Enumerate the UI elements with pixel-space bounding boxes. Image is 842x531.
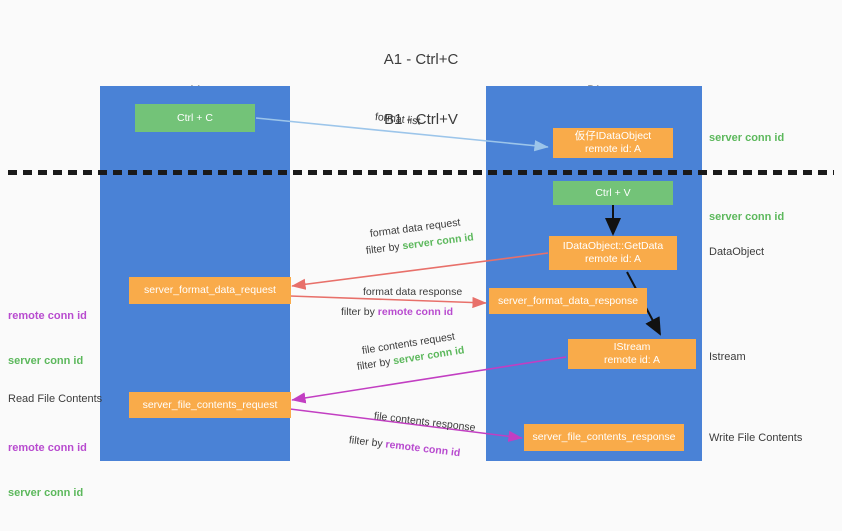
caption-file-contents-response-filter: filter by remote conn id <box>348 434 461 459</box>
caption-filter-pre-3: filter by <box>356 355 395 373</box>
box-server-file-contents-request[interactable]: server_file_contents_request <box>129 392 291 418</box>
caption-filter-pre-4: filter by <box>348 434 387 451</box>
label-format-remote-conn-id: remote conn id <box>8 310 87 322</box>
label-file-server-conn-id: server conn id <box>8 487 84 499</box>
label-format-conn-stack: remote conn id server conn id <box>8 279 87 399</box>
label-server-conn-id-mid: server conn id <box>709 211 785 223</box>
title-line-1: A1 - Ctrl+C <box>383 51 459 68</box>
box-ctrl-c[interactable]: Ctrl + C <box>135 104 255 132</box>
box-server-format-data-request[interactable]: server_format_data_request <box>129 277 291 304</box>
label-server-conn-id-top: server conn id <box>709 132 785 144</box>
label-istream: Istream <box>709 351 746 363</box>
caption-file-contents-response: file contents response <box>373 410 477 435</box>
label-format-server-conn-id: server conn id <box>8 355 84 367</box>
label-read-file-contents: Read File Contents <box>8 393 103 405</box>
box-server-format-data-response[interactable]: server_format_data_response <box>489 288 647 314</box>
caption-filter-key-2: remote conn id <box>377 306 454 318</box>
caption-filter-key-4: remote conn id <box>384 438 461 460</box>
caption-format-data-response-filter: filter by remote conn id <box>341 306 453 318</box>
box-server-file-contents-response[interactable]: server_file_contents_response <box>524 424 684 451</box>
box-istream[interactable]: IStream remote id: A <box>568 339 696 369</box>
box-idataobject[interactable]: 仮仔IDataObject remote id: A <box>553 128 673 158</box>
caption-format-data-response: format data response <box>363 286 463 298</box>
label-file-conn-stack: remote conn id server conn id <box>8 411 87 531</box>
caption-filter-pre-1: filter by <box>365 240 404 257</box>
diagram-canvas: A1 - Ctrl+C B1 - Ctrl+V A1 remote B1 con… <box>8 51 834 499</box>
box-ctrl-v[interactable]: Ctrl + V <box>553 181 673 205</box>
label-file-remote-conn-id: remote conn id <box>8 442 87 454</box>
caption-filter-pre-2: filter by <box>341 306 378 318</box>
box-idataobject-getdata[interactable]: IDataObject::GetData remote id: A <box>549 236 677 270</box>
label-dataobject: DataObject <box>709 246 765 258</box>
label-write-file-contents: Write File Contents <box>709 432 803 444</box>
phase-divider <box>8 170 834 175</box>
